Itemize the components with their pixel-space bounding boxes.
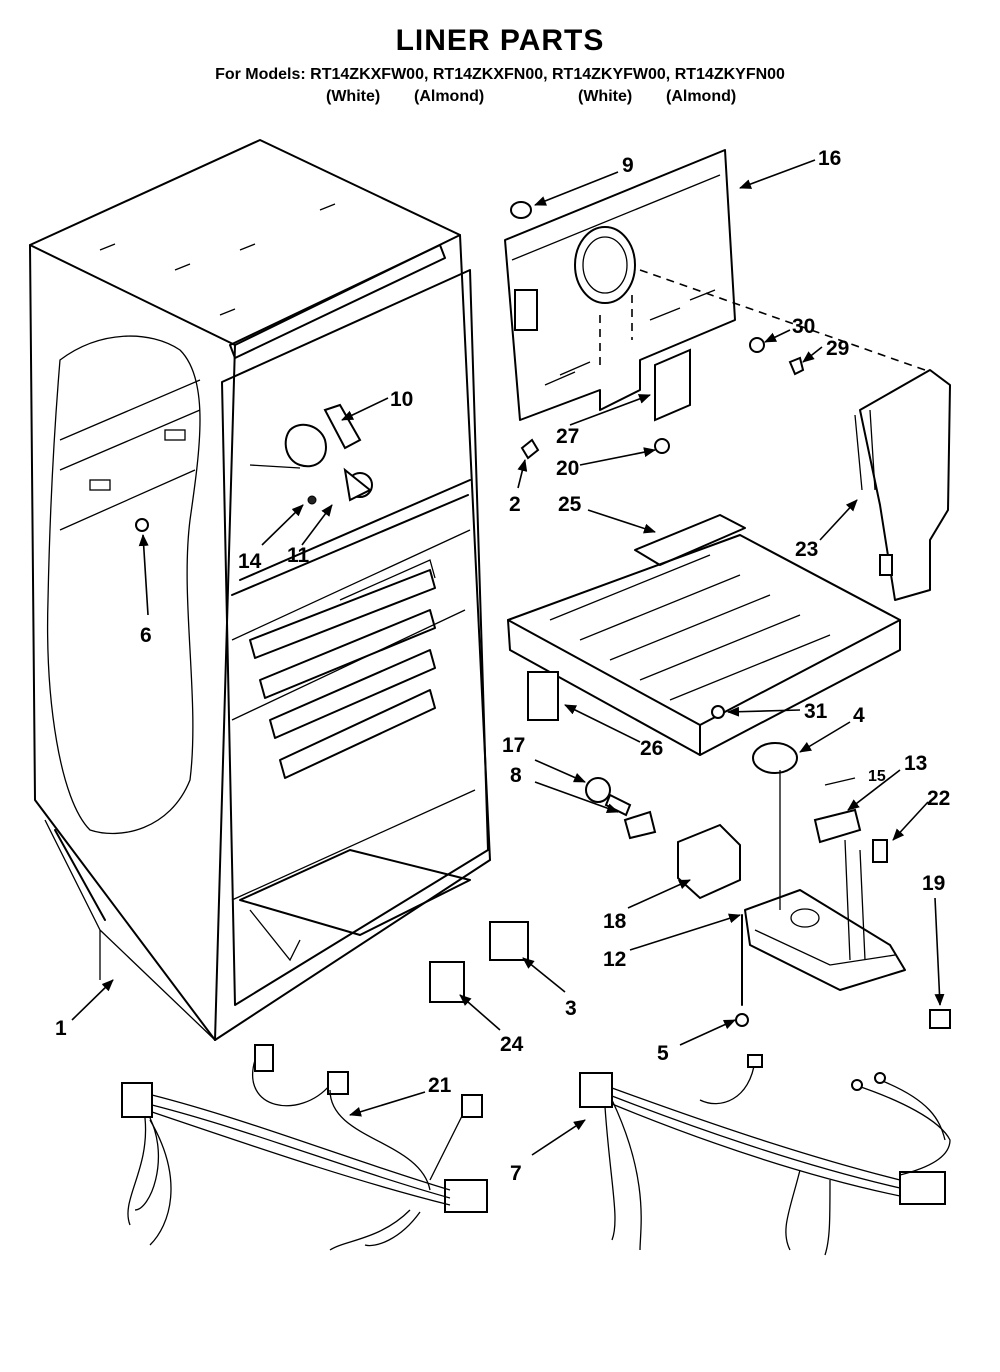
callout-4: 4 [853, 704, 865, 727]
evaporator-cover-panel [504, 149, 926, 422]
callout-22: 22 [927, 787, 950, 810]
callout-1: 1 [55, 1017, 67, 1040]
small-hardware [510, 201, 805, 460]
callout-3: 3 [565, 997, 577, 1020]
callout-13: 13 [904, 752, 927, 775]
callout-27: 27 [556, 425, 579, 448]
callout-18: 18 [603, 910, 627, 933]
light-shield [677, 823, 741, 900]
callout-9: 9 [622, 154, 634, 177]
callout-11: 11 [287, 544, 310, 567]
wire-harness-21 [121, 1044, 488, 1251]
callout-30: 30 [792, 315, 815, 338]
callout-2: 2 [509, 493, 521, 516]
light-bulb-socket [585, 777, 657, 840]
switch-part [527, 671, 559, 721]
callout-17: 17 [502, 734, 525, 757]
callout-21: 21 [428, 1074, 452, 1097]
callout-5: 5 [657, 1042, 669, 1065]
callout-26: 26 [640, 737, 663, 760]
fan-motor-assembly [249, 403, 373, 505]
diagram-title: LINER PARTS [395, 24, 605, 57]
thermostat [813, 808, 862, 844]
callout-10: 10 [390, 388, 413, 411]
callout-16: 16 [818, 147, 841, 170]
callout-15: 15 [868, 768, 886, 785]
finish-label-2: (Almond) [414, 88, 485, 105]
callout-12: 12 [603, 948, 626, 971]
thermostat-knob [752, 742, 798, 774]
finish-label-1: (White) [326, 88, 381, 105]
callout-7: 7 [510, 1162, 522, 1185]
finish-label-3: (White) [578, 88, 633, 105]
callout-14: 14 [238, 550, 262, 573]
refrigerator-liner [29, 139, 491, 1041]
control-housing [744, 889, 906, 991]
finish-label-4: (Almond) [666, 88, 737, 105]
callout-25: 25 [558, 493, 582, 516]
callouts: 9 16 10 30 29 27 20 2 25 23 6 14 11 31 4… [55, 147, 950, 1185]
callout-23: 23 [795, 538, 818, 561]
callout-8: 8 [510, 764, 522, 787]
callout-24: 24 [500, 1033, 524, 1056]
evaporator-cover [507, 514, 901, 756]
callout-20: 20 [556, 457, 579, 480]
models-line: For Models: RT14ZKXFW00, RT14ZKXFN00, RT… [215, 66, 785, 83]
callout-29: 29 [826, 337, 849, 360]
callout-31: 31 [804, 700, 828, 723]
callout-19: 19 [922, 872, 945, 895]
callout-6: 6 [140, 624, 152, 647]
wire-harness-7 [579, 1054, 951, 1256]
air-duct [854, 369, 951, 601]
